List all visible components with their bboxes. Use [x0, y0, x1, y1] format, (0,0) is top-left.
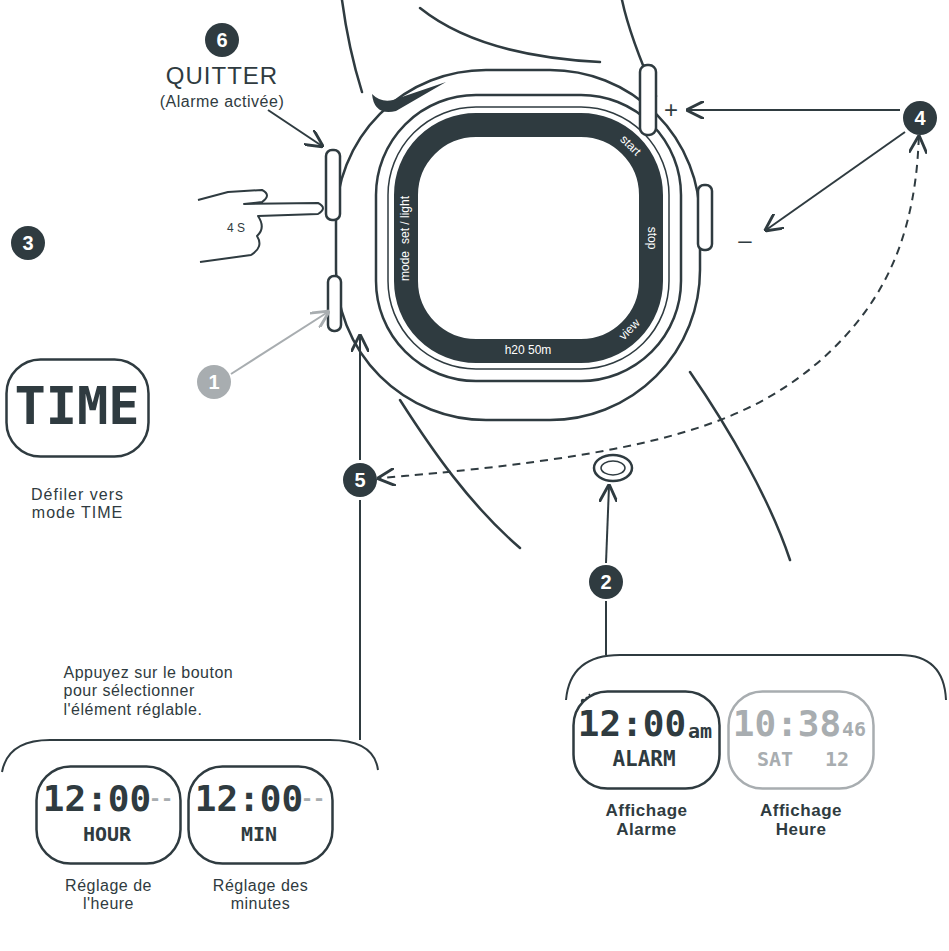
set-light-button [326, 150, 340, 220]
bezel-label: start [617, 133, 643, 159]
callout-digit: 3 [22, 232, 33, 254]
mode-button [328, 276, 341, 331]
lcd-text: am [688, 720, 712, 742]
callout-number: 1 [197, 365, 231, 399]
action-title: QUITTER [166, 62, 278, 90]
leader-arrow [231, 312, 328, 374]
start-button [640, 65, 656, 135]
callout-digit: 2 [600, 571, 611, 593]
pressing-hand [198, 190, 323, 262]
lcd-text: HOUR [83, 823, 131, 845]
leader-arrow [606, 486, 609, 563]
display-frame [574, 692, 720, 789]
lcd-display: 12:00--MINRéglage des minutes [187, 765, 334, 865]
display-frame [189, 767, 333, 864]
bezel-label: h20 50m [505, 344, 552, 358]
lcd-display: 10:3846SAT12Affichage Heure [727, 690, 875, 790]
callout-digit: 4 [914, 107, 925, 129]
display-caption: Réglage des minutes [198, 877, 323, 912]
lcd-text: -- [301, 787, 325, 809]
stop-button [698, 185, 712, 250]
callout-disc [903, 101, 937, 135]
callout-disc [11, 226, 45, 260]
lcd-text: 12:00 [195, 779, 303, 819]
callout-digit: 1 [208, 371, 219, 393]
display-frame [729, 692, 874, 789]
leader-arrow [268, 110, 322, 146]
callout-number: 5 [343, 463, 377, 497]
instruction-note: Appuyez sur le bouton pour sélectionner … [64, 664, 259, 719]
strap-line [342, 0, 362, 92]
leader-line [359, 500, 361, 740]
lcd-text: TIME [14, 378, 139, 435]
strap-line [690, 372, 790, 560]
bracket-left [2, 740, 378, 772]
callout-disc [343, 463, 377, 497]
display-caption: Affichage Heure [744, 802, 859, 839]
callout-number: 6 [205, 23, 239, 57]
lcd-text: MIN [241, 823, 277, 845]
button-sign: – [738, 226, 751, 254]
lcd-display: TIMEDéfiler vers mode TIME [5, 358, 150, 458]
face-ring [388, 107, 669, 369]
face-ring [376, 95, 681, 381]
callout-number: 2 [589, 565, 623, 599]
callout-disc [589, 565, 623, 599]
press-duration: 4 S [227, 222, 245, 236]
button-sign: + [664, 96, 678, 124]
display-frame [7, 360, 149, 457]
display-frame [37, 767, 181, 864]
bezel-label: stop [644, 227, 658, 250]
lcd-text: -- [149, 787, 173, 809]
leader-arrow [359, 336, 361, 460]
lcd-text: 46 [842, 718, 866, 740]
callout-number: 4 [903, 101, 937, 135]
display-caption: Défiler vers mode TIME [8, 486, 148, 521]
bezel-ring [406, 125, 651, 351]
callout-disc [197, 365, 231, 399]
leader-line [605, 601, 607, 655]
lcd-text: 12:00 [578, 704, 686, 744]
swoosh-logo [372, 82, 446, 112]
callout-digit: 6 [216, 29, 227, 51]
view-button [594, 455, 632, 481]
lcd-text: 12:00 [43, 779, 151, 819]
dashed-connector [379, 137, 919, 478]
lcd-text: ALARM [612, 748, 675, 771]
lcd-text: SAT [757, 748, 793, 770]
lcd-text: 12 [825, 748, 849, 770]
display-caption: Réglage de l'heure [51, 877, 166, 912]
lcd-text: 10:38 [733, 704, 841, 744]
bezel-label: set / light [399, 196, 413, 244]
callout-number: 3 [11, 226, 45, 260]
display-caption: Affichage Alarme [589, 802, 704, 839]
leader-arrow [688, 109, 900, 111]
lcd-display: 12:00amALARMAffichage Alarme [572, 690, 721, 790]
callout-digit: 5 [354, 469, 365, 491]
action-note: (Alarme activée) [160, 93, 284, 111]
leader-lines [2, 110, 946, 772]
bezel-label: view [617, 317, 644, 344]
strap-line [420, 8, 600, 62]
leader-arrow [766, 132, 905, 230]
lcd-display: 12:00--HOURRéglage de l'heure [35, 765, 182, 865]
view-button-inner [601, 461, 625, 475]
bezel-label: mode [399, 251, 413, 281]
callout-disc [205, 23, 239, 57]
